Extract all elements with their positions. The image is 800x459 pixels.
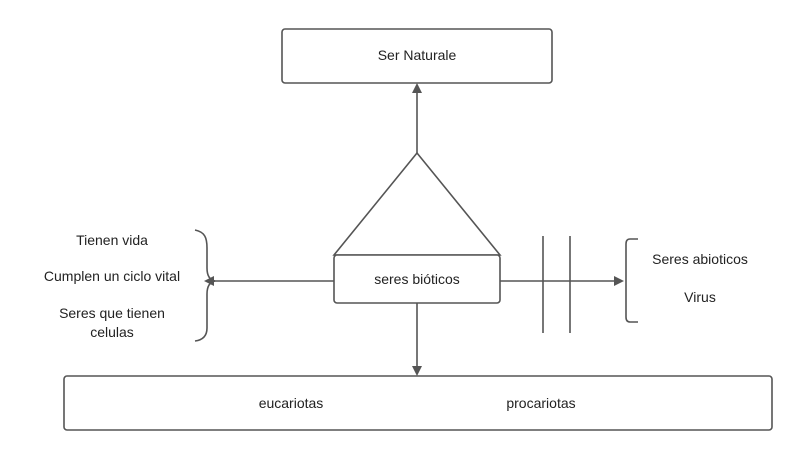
center-node: seres bióticos [333,254,501,304]
bottom-node-label-eucariotas: eucariotas [259,395,324,411]
center-node-label: seres bióticos [374,271,460,287]
triangle-shape [332,151,502,256]
right-list-item-abioticos: Seres abioticos [652,251,748,267]
right-list-item-virus: Virus [684,289,716,305]
bottom-node: eucariotas procariotas [63,375,773,431]
right-bracket [625,238,638,323]
top-node-label: Ser Naturale [378,47,457,63]
left-list: Tienen vida Cumplen un ciclo vital Seres… [44,232,180,340]
left-brace [194,229,216,342]
top-node: Ser Naturale [281,28,553,84]
left-list-item-celulas-line2: celulas [90,324,134,340]
bottom-node-box [63,375,773,431]
bottom-node-label-procariotas: procariotas [506,395,575,411]
left-list-item-ciclo-vital: Cumplen un ciclo vital [44,268,180,284]
left-list-item-celulas-line1: Seres que tienen [59,305,165,321]
left-list-item-tienen-vida: Tienen vida [76,232,148,248]
right-list: Seres abioticos Virus [652,251,748,305]
